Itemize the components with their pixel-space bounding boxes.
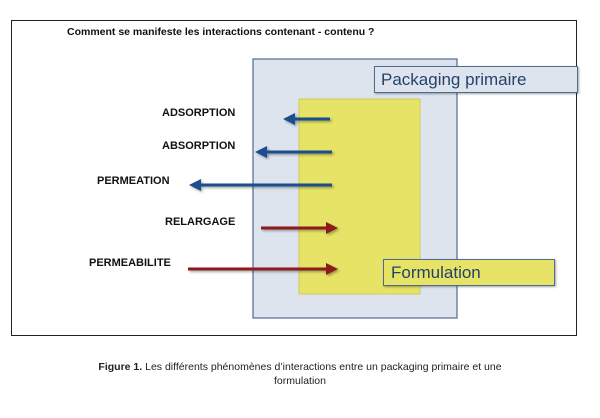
arrows-layer (188, 113, 338, 275)
label-relargage: RELARGAGE (165, 216, 236, 228)
arrow-permeation (189, 179, 332, 191)
formulation-label: Formulation (383, 259, 555, 286)
label-absorption: ABSORPTION (162, 140, 236, 152)
arrow-absorption (255, 146, 332, 158)
caption-line1: Les différents phénomènes d’interactions… (142, 361, 502, 373)
caption-line2: formulation (274, 375, 326, 387)
figure-caption: Figure 1. Les différents phénomènes d’in… (0, 360, 600, 388)
figure-title: Comment se manifeste les interactions co… (67, 26, 375, 38)
label-permeation: PERMEATION (97, 175, 170, 187)
arrow-permeabilite (188, 263, 338, 275)
figure-frame: Comment se manifeste les interactions co… (11, 20, 578, 336)
label-adsorption: ADSORPTION (162, 107, 236, 119)
caption-prefix: Figure 1. (98, 361, 143, 373)
arrow-adsorption (283, 113, 330, 125)
packaging-primaire-label: Packaging primaire (374, 66, 578, 93)
label-permeabilite: PERMEABILITE (89, 257, 171, 269)
arrow-relargage (261, 222, 338, 234)
